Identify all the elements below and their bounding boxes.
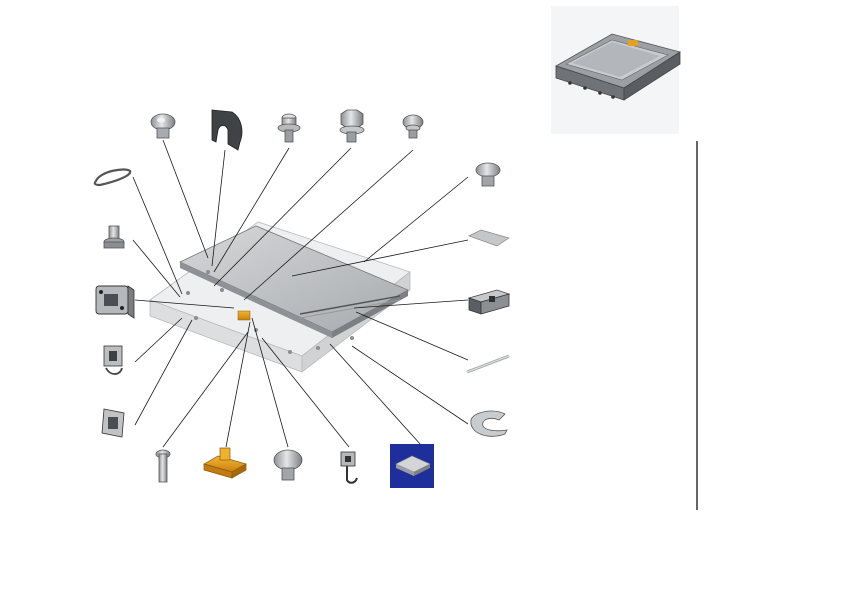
long-pin-icon[interactable]	[155, 449, 171, 483]
leader-lines	[132, 139, 469, 448]
drive-belt-icon[interactable]	[93, 168, 132, 187]
rail-block-icon[interactable]	[467, 289, 511, 315]
retaining-ring-icon[interactable]	[470, 410, 508, 437]
pin-plug-icon[interactable]	[103, 225, 125, 249]
latch-block-icon[interactable]	[95, 285, 135, 319]
main-enclosure-assembly[interactable]	[149, 221, 411, 373]
gasket-pad-icon[interactable]	[468, 229, 510, 247]
slider-bracket-icon[interactable]	[203, 447, 247, 479]
hook-clip-icon[interactable]	[340, 451, 358, 484]
hex-bolt-icon[interactable]	[339, 109, 365, 143]
knob-cap-icon[interactable]	[475, 162, 501, 187]
spring-clamp-icon[interactable]	[103, 345, 123, 375]
mushroom-cap-icon[interactable]	[273, 449, 303, 481]
panel-cover-icon[interactable]	[390, 444, 434, 488]
mount-bracket-icon[interactable]	[101, 408, 125, 438]
c-clip-icon[interactable]	[211, 109, 243, 151]
washer-screw-icon[interactable]	[277, 113, 301, 143]
rod-icon[interactable]	[466, 354, 510, 374]
rubber-foot-icon[interactable]	[150, 113, 176, 139]
assembled-enclosure-thumbnail[interactable]	[551, 6, 681, 134]
flange-screw-icon[interactable]	[402, 114, 424, 139]
